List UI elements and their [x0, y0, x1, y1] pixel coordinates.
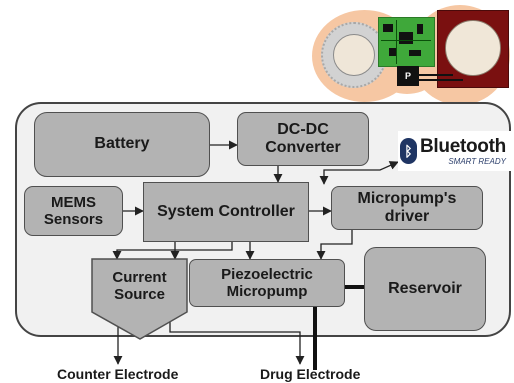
bluetooth-name: Bluetooth — [420, 135, 506, 157]
chip — [399, 32, 413, 44]
arrow-controller-bluetooth — [319, 161, 399, 185]
wire — [419, 79, 463, 81]
dcdc-converter-block: DC-DC Converter — [237, 112, 369, 166]
pump-label-box: P — [397, 66, 419, 86]
current-source-shape — [91, 258, 188, 340]
drug-electrode-disc — [445, 20, 501, 76]
trace — [396, 20, 397, 64]
mems-label: MEMS Sensors — [43, 193, 104, 228]
system-controller-block: System Controller — [143, 182, 309, 242]
current-source-block: Current Source — [92, 262, 187, 310]
piezo-label: Piezoelectric Micropump — [221, 265, 313, 300]
bluetooth-logo: ᛒ Bluetooth SMART READY — [398, 131, 514, 171]
chip — [383, 24, 393, 32]
arrow-driver-piezo — [316, 230, 353, 260]
bluetooth-icon: ᛒ — [400, 138, 417, 164]
chip — [409, 50, 421, 56]
reservoir-label: Reservoir — [388, 279, 462, 297]
trace — [381, 40, 431, 41]
drug-electrode-label: Drug Electrode — [260, 366, 361, 382]
counter-electrode-label: Counter Electrode — [57, 366, 179, 382]
battery-label: Battery — [94, 135, 150, 153]
arrow-to-drug-electrode — [169, 318, 305, 365]
arrow-controller-current-source-2 — [112, 242, 233, 260]
dcdc-label: DC-DC Converter — [265, 120, 341, 156]
controller-label: System Controller — [157, 202, 295, 220]
driver-label: Micropump's driver — [357, 189, 457, 225]
current-source-label: Current Source — [112, 268, 167, 303]
piezoelectric-micropump-block: Piezoelectric Micropump — [189, 259, 345, 307]
pump-label: P — [404, 71, 411, 81]
bluetooth-tagline: SMART READY — [448, 156, 506, 166]
reservoir-block: Reservoir — [364, 247, 486, 331]
electrode-disc — [333, 34, 375, 76]
micropump-driver-block: Micropump's driver — [331, 186, 483, 230]
wire — [419, 74, 453, 76]
mems-sensors-block: MEMS Sensors — [24, 186, 123, 236]
battery-block: Battery — [34, 112, 210, 177]
chip — [389, 48, 397, 56]
chip — [417, 24, 423, 34]
